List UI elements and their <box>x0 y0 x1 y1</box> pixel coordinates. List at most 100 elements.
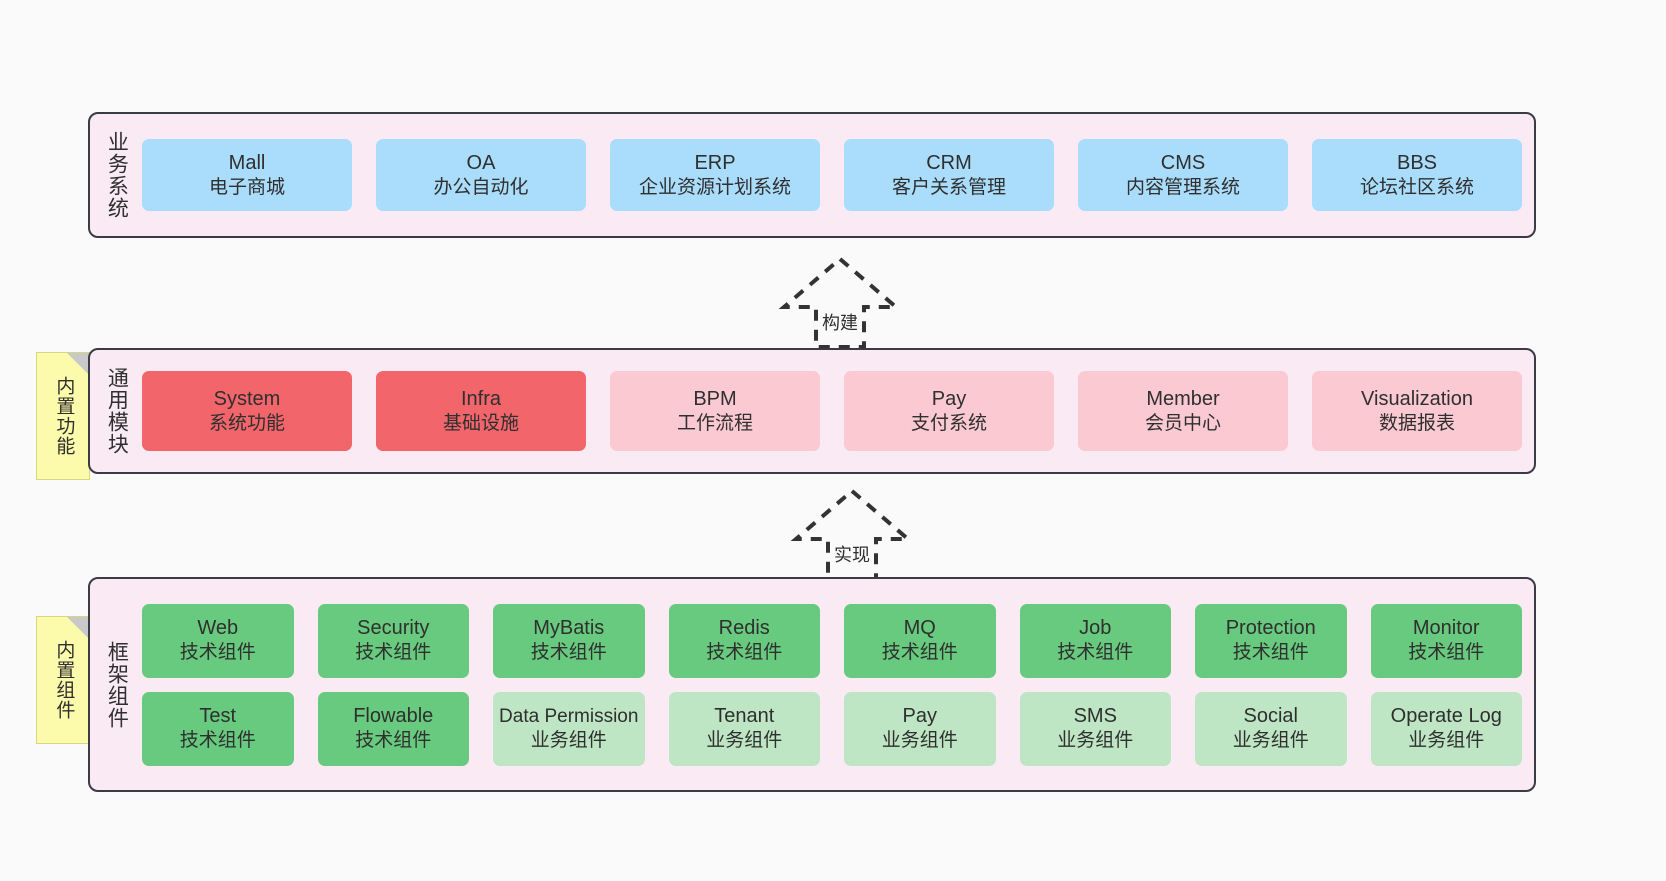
sticky-note-label: 内置功能 <box>53 376 75 456</box>
card-member[interactable]: Member 会员中心 <box>1078 371 1288 451</box>
arrow-implement-label: 实现 <box>834 545 870 565</box>
card-title-en: Member <box>1146 387 1220 410</box>
card-tenant[interactable]: Tenant 业务组件 <box>668 691 820 766</box>
card-title-en: MQ <box>903 617 936 640</box>
card-title-cn: 支付系统 <box>910 412 987 434</box>
card-title-en: Visualization <box>1361 387 1473 410</box>
card-title-en: CMS <box>1160 151 1206 174</box>
card-visualization[interactable]: Visualization 数据报表 <box>1312 371 1522 451</box>
card-title-en: SMS <box>1073 705 1117 728</box>
card-title-cn: 技术组件 <box>1232 642 1309 664</box>
card-title-en: Redis <box>718 617 770 640</box>
card-title-cn: 技术组件 <box>1408 642 1485 664</box>
card-social[interactable]: Social 业务组件 <box>1195 691 1347 766</box>
card-title-en: System <box>213 387 281 410</box>
card-title-cn: 电子商城 <box>208 176 285 198</box>
layer-body-business-system: Mall 电子商城 OA 办公自动化 ERP 企业资源计划系统 CRM 客户关系… <box>142 114 1534 236</box>
card-monitor[interactable]: Monitor 技术组件 <box>1370 603 1522 678</box>
card-title-cn: 技术组件 <box>881 642 958 664</box>
card-redis[interactable]: Redis 技术组件 <box>668 603 820 678</box>
card-test[interactable]: Test 技术组件 <box>142 691 294 766</box>
layer-body-common-modules: System 系统功能 Infra 基础设施 BPM 工作流程 Pay 支付系统… <box>142 350 1534 472</box>
card-data-permission[interactable]: Data Permission 业务组件 <box>493 691 645 766</box>
card-operate-log[interactable]: Operate Log 业务组件 <box>1370 691 1522 766</box>
card-mq[interactable]: MQ 技术组件 <box>844 603 996 678</box>
card-title-en: Pay <box>902 705 937 728</box>
card-title-en: Monitor <box>1412 617 1480 640</box>
card-title-cn: 基础设施 <box>442 412 519 434</box>
sticky-fold-corner-icon <box>67 617 89 639</box>
card-title-cn: 技术组件 <box>530 642 607 664</box>
card-title-cn: 技术组件 <box>706 642 783 664</box>
card-title-en: Web <box>197 617 239 640</box>
card-title-cn: 企业资源计划系统 <box>638 176 791 198</box>
card-title-cn: 会员中心 <box>1144 412 1221 434</box>
layer-common-modules: 通用模块 System 系统功能 Infra 基础设施 BPM 工作流程 Pay… <box>88 348 1536 474</box>
card-row: System 系统功能 Infra 基础设施 BPM 工作流程 Pay 支付系统… <box>142 371 1522 451</box>
card-erp[interactable]: ERP 企业资源计划系统 <box>610 139 820 211</box>
layer-framework-components: 框架组件 Web 技术组件 Security 技术组件 MyBatis 技术组件… <box>88 577 1536 792</box>
card-title-cn: 业务组件 <box>1057 730 1134 752</box>
card-title-cn: 工作流程 <box>676 412 753 434</box>
card-title-cn: 技术组件 <box>355 730 432 752</box>
card-title-en: Data Permission <box>499 705 639 727</box>
card-title-en: Flowable <box>353 705 434 728</box>
card-title-en: Test <box>199 705 237 728</box>
sticky-note-builtin-functions: 内置功能 <box>36 352 90 480</box>
card-row: Test 技术组件 Flowable 技术组件 Data Permission … <box>142 691 1522 766</box>
card-title-cn: 内容管理系统 <box>1125 176 1240 198</box>
card-title-en: OA <box>466 151 496 174</box>
card-title-cn: 业务组件 <box>1408 730 1485 752</box>
sticky-note-builtin-components: 内置组件 <box>36 616 90 744</box>
card-title-en: Social <box>1243 705 1298 728</box>
card-title-cn: 论坛社区系统 <box>1359 176 1474 198</box>
card-title-cn: 技术组件 <box>179 730 256 752</box>
card-title-en: Infra <box>460 387 502 410</box>
arrow-build-label: 构建 <box>822 313 858 333</box>
card-flowable[interactable]: Flowable 技术组件 <box>317 691 469 766</box>
arrow-build: 构建 <box>760 255 920 351</box>
card-crm[interactable]: CRM 客户关系管理 <box>844 139 1054 211</box>
card-title-cn: 业务组件 <box>706 730 783 752</box>
card-title-en: Tenant <box>714 705 775 728</box>
layer-body-framework-components: Web 技术组件 Security 技术组件 MyBatis 技术组件 Redi… <box>142 579 1534 790</box>
card-title-en: Security <box>357 617 430 640</box>
card-title-cn: 业务组件 <box>881 730 958 752</box>
card-job[interactable]: Job 技术组件 <box>1019 603 1171 678</box>
card-title-en: MyBatis <box>533 617 605 640</box>
card-title-en: Operate Log <box>1390 705 1502 728</box>
card-title-en: CRM <box>926 151 972 174</box>
card-security[interactable]: Security 技术组件 <box>317 603 469 678</box>
card-title-en: ERP <box>694 151 736 174</box>
card-title-en: BPM <box>693 387 737 410</box>
card-cms[interactable]: CMS 内容管理系统 <box>1078 139 1288 211</box>
layer-title-business-system: 业务系统 <box>105 131 129 219</box>
card-title-cn: 技术组件 <box>355 642 432 664</box>
card-title-cn: 技术组件 <box>179 642 256 664</box>
card-bpm[interactable]: BPM 工作流程 <box>610 371 820 451</box>
card-title-cn: 系统功能 <box>208 412 285 434</box>
card-system[interactable]: System 系统功能 <box>142 371 352 451</box>
card-mybatis[interactable]: MyBatis 技术组件 <box>493 603 645 678</box>
arrow-implement: 实现 <box>772 487 932 583</box>
card-pay-component[interactable]: Pay 业务组件 <box>844 691 996 766</box>
sticky-note-label: 内置组件 <box>53 640 75 720</box>
card-infra[interactable]: Infra 基础设施 <box>376 371 586 451</box>
card-title-cn: 客户关系管理 <box>891 176 1006 198</box>
card-web[interactable]: Web 技术组件 <box>142 603 294 678</box>
card-title-cn: 数据报表 <box>1378 412 1455 434</box>
card-protection[interactable]: Protection 技术组件 <box>1195 603 1347 678</box>
layer-title-common-modules: 通用模块 <box>105 367 129 455</box>
sticky-fold-corner-icon <box>67 353 89 375</box>
card-oa[interactable]: OA 办公自动化 <box>376 139 586 211</box>
card-mall[interactable]: Mall 电子商城 <box>142 139 352 211</box>
layer-title-framework-components: 框架组件 <box>105 640 129 729</box>
layer-business-system: 业务系统 Mall 电子商城 OA 办公自动化 ERP 企业资源计划系统 CRM… <box>88 112 1536 238</box>
card-title-en: BBS <box>1396 151 1438 174</box>
card-pay-module[interactable]: Pay 支付系统 <box>844 371 1054 451</box>
card-sms[interactable]: SMS 业务组件 <box>1019 691 1171 766</box>
card-title-en: Protection <box>1225 617 1316 640</box>
card-title-cn: 技术组件 <box>1057 642 1134 664</box>
card-bbs[interactable]: BBS 论坛社区系统 <box>1312 139 1522 211</box>
